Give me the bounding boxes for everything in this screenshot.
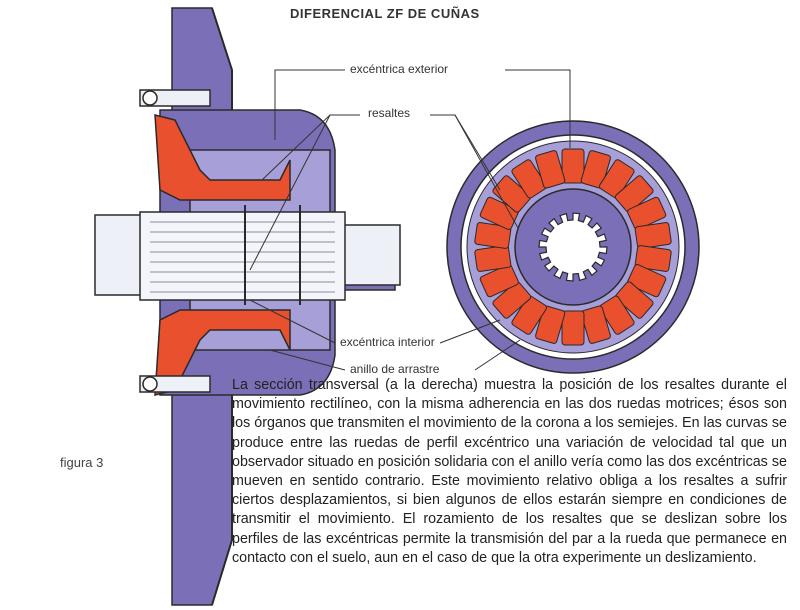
bolt-bottom	[139, 375, 211, 393]
resalte-lug	[614, 175, 654, 213]
spline-hole	[538, 212, 608, 282]
longitudinal-section	[94, 7, 401, 606]
caption-text: La sección transversal (a la derecha) mu…	[232, 377, 787, 566]
resalte-lug	[474, 245, 512, 272]
splined-hub	[538, 212, 608, 282]
red-eccentric-top	[154, 114, 291, 201]
resalte-lug	[492, 175, 532, 213]
resalte-lug	[474, 222, 512, 249]
label-excentrica-exterior: excéntrica exterior	[350, 62, 449, 76]
label-excentrica-interior: excéntrica interior	[340, 335, 435, 349]
resalte-lug	[511, 295, 548, 335]
resalte-lug	[561, 310, 585, 346]
resalte-lug	[492, 281, 532, 319]
transverse-section	[446, 120, 700, 374]
resalte-lug	[535, 150, 566, 189]
resalte-lug	[627, 264, 667, 298]
resalte-lug	[561, 148, 585, 184]
resalte-lug	[634, 245, 672, 272]
resalte-lug	[614, 281, 654, 319]
shaft-right	[339, 224, 401, 286]
resalte-lug	[511, 159, 548, 199]
resalte-lug	[627, 196, 667, 230]
bolt-top	[139, 89, 211, 107]
callout-lines	[249, 69, 571, 371]
splined-shaft	[139, 211, 346, 301]
resalte-lug	[598, 295, 635, 335]
resalte-lug	[580, 305, 611, 344]
lugs-group	[474, 148, 672, 346]
label-anillo-arrastre: anillo de arrastre	[350, 362, 440, 376]
spline-lines	[150, 221, 335, 293]
figure-label: figura 3	[60, 455, 104, 470]
resalte-lug	[580, 150, 611, 189]
resalte-lug	[535, 305, 566, 344]
resalte-lug	[479, 264, 519, 298]
resalte-lug	[634, 222, 672, 249]
resalte-lug	[598, 159, 635, 199]
red-eccentric-bottom	[154, 309, 291, 396]
diagram-title: DIFERENCIAL ZF DE CUÑAS	[290, 6, 480, 21]
label-resaltes: resaltes	[368, 106, 411, 120]
